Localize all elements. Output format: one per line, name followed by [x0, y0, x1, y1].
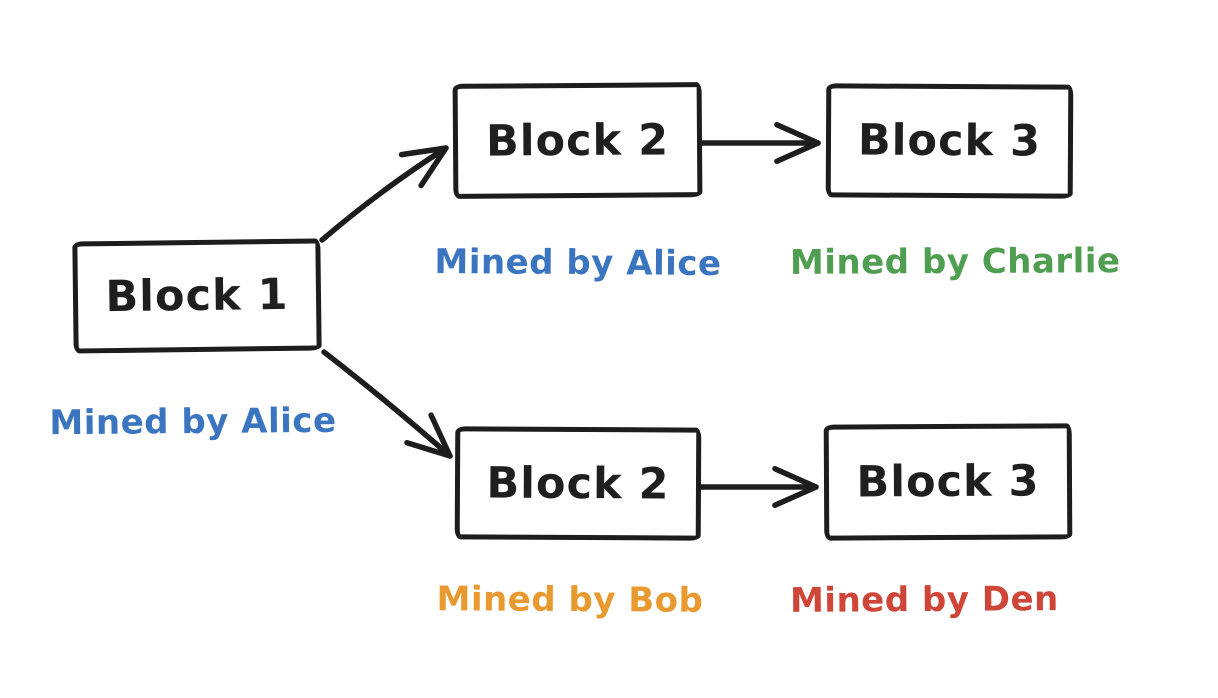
node-block-3-top: Block 3 [825, 83, 1074, 199]
node-block-3-bottom-label: Block 3 [856, 456, 1040, 508]
node-block-2-top-label: Block 2 [485, 114, 670, 167]
node-block-3-bottom: Block 3 [823, 423, 1073, 541]
miner-label-block-3-top: Mined by Charlie [789, 241, 1121, 283]
arrow-block1-to-block2-top [319, 145, 449, 243]
node-block-1-label: Block 1 [105, 269, 289, 323]
node-block-2-top: Block 2 [452, 82, 703, 199]
node-block-1: Block 1 [72, 238, 322, 354]
miner-label-block-1: Mined by Alice [49, 400, 337, 444]
miner-label-block-3-bottom: Mined by Den [789, 579, 1059, 621]
miner-label-block-2-top: Mined by Alice [434, 241, 722, 285]
arrow-block2-top-to-block3-top [700, 121, 821, 165]
arrow-block2-bottom-to-block3-bottom [698, 465, 819, 509]
node-block-3-top-label: Block 3 [857, 115, 1042, 167]
node-block-2-bottom-label: Block 2 [486, 458, 670, 509]
miner-label-block-2-bottom: Mined by Bob [436, 579, 704, 621]
node-block-2-bottom: Block 2 [454, 426, 702, 541]
